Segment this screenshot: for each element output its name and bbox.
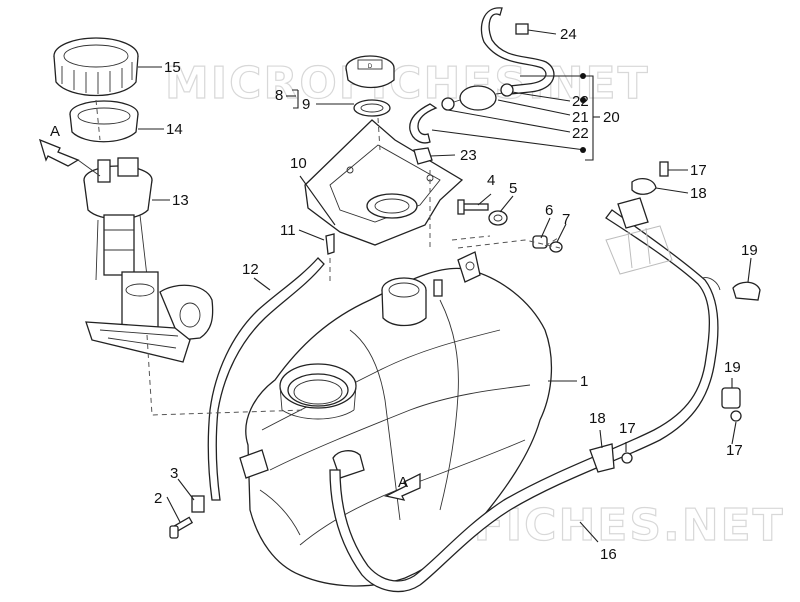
callout-1: 1 — [580, 373, 588, 390]
cap-text: D — [368, 64, 373, 70]
screw-17c — [621, 452, 633, 464]
clip-18a — [631, 177, 657, 195]
bolt-2 — [169, 516, 194, 539]
cap-gasket — [353, 99, 391, 117]
fuel-pump-assembly — [77, 157, 214, 363]
clip-22b — [441, 97, 455, 111]
seal-ring — [69, 100, 139, 143]
callout-11: 11 — [280, 222, 296, 239]
callout-21: 21 — [572, 109, 589, 126]
callout-22a: 22 — [572, 93, 589, 110]
callout-7: 7 — [562, 211, 570, 228]
callout-17c: 17 — [619, 420, 636, 437]
callout-2: 2 — [154, 490, 162, 507]
callout-10: 10 — [290, 155, 307, 172]
fuel-hose-16 — [329, 209, 719, 593]
callout-8: 8 — [275, 87, 283, 104]
callout-14: 14 — [166, 121, 183, 138]
screw-17b — [730, 410, 742, 422]
clip-3 — [191, 495, 205, 513]
vent-hose-20 — [409, 103, 438, 144]
clip-22a — [500, 83, 514, 97]
plug-23 — [413, 147, 433, 165]
vent-hose-12 — [207, 257, 325, 501]
connector-assembly — [617, 197, 649, 229]
callout-22b: 22 — [572, 125, 589, 142]
arrow-a-bottom — [384, 472, 421, 501]
screw-17a — [659, 161, 669, 177]
callout-5: 5 — [509, 180, 517, 197]
callout-3: 3 — [170, 465, 178, 482]
marker-a-left: A — [50, 123, 60, 140]
lock-ring — [53, 37, 139, 97]
ghost-connector — [605, 225, 673, 275]
fuel-cap: D — [345, 55, 395, 89]
callout-12: 12 — [242, 261, 259, 278]
callout-24: 24 — [560, 26, 577, 43]
clamp-19b — [721, 387, 741, 409]
pump-cover-plate — [304, 119, 464, 246]
callout-19a: 19 — [741, 242, 758, 259]
clamp-19a — [732, 281, 761, 301]
callout-20: 20 — [603, 109, 620, 126]
clip-24 — [515, 23, 529, 35]
callout-13: 13 — [172, 192, 189, 209]
washer-5 — [488, 210, 508, 226]
callout-15: 15 — [164, 59, 181, 76]
callout-17a: 17 — [690, 162, 707, 179]
callout-16: 16 — [600, 546, 617, 563]
callout-4: 4 — [487, 172, 495, 189]
callout-9: 9 — [302, 96, 310, 113]
callout-6: 6 — [545, 202, 553, 219]
callout-17b: 17 — [726, 442, 743, 459]
callout-18a: 18 — [690, 185, 707, 202]
bolt-4 — [457, 199, 489, 215]
filter-21 — [459, 85, 497, 111]
clip-18b — [589, 443, 615, 473]
arrow-a-left — [38, 138, 80, 167]
callout-23: 23 — [460, 147, 477, 164]
connector-11 — [325, 233, 335, 255]
callout-18b: 18 — [589, 410, 606, 427]
callout-19b: 19 — [724, 359, 741, 376]
fuel-tank — [239, 251, 553, 587]
bushing-6 — [532, 235, 548, 249]
marker-a-bottom: A — [398, 474, 408, 491]
